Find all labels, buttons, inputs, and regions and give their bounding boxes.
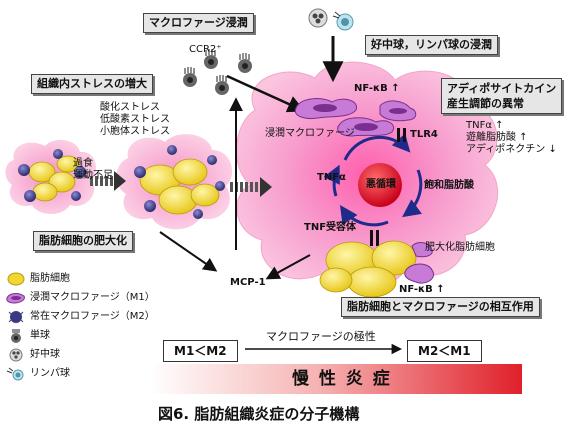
nfkb-top-label: NF-κB ↑: [354, 83, 400, 94]
hypertrophy-mcp1-arrow: [159, 231, 218, 272]
tnf-receptor-mark: [370, 230, 379, 246]
vicious-circle-label: 悪循環: [366, 179, 396, 190]
progression-arrow-1: [90, 171, 126, 191]
hypertrophic-adipocytes: [319, 240, 434, 298]
nfkb-bottom-label: NF-κB ↑: [399, 284, 445, 295]
polarity-right-box: M2＜M1: [407, 340, 482, 362]
right-ffa: 遊離脂肪酸 ↑: [466, 132, 528, 143]
overeat-label: 過食: [73, 158, 93, 169]
polarity-left-box: M1＜M2: [163, 340, 238, 362]
ccr2-label: CCR2⁺: [189, 44, 222, 55]
infiltrated-macrophage-label: 浸潤マクロファージ: [265, 128, 355, 139]
hypertrophic-tissue-cells: [134, 145, 225, 219]
mcp1-label: MCP-1: [230, 277, 266, 288]
inflammation-label: 慢 性 炎 症: [292, 369, 392, 389]
lymphocyte-top: [332, 11, 354, 31]
monocyte-infiltration-arrow: [226, 74, 306, 113]
m1-macrophages: [294, 98, 417, 137]
inactivity-label: 運動不足: [73, 170, 113, 181]
resident-macrophage-icon: [8, 311, 24, 323]
figure-caption: 図6. 脂肪組織炎症の分子機構: [158, 405, 360, 423]
tnfa-label: TNFα: [317, 172, 346, 183]
neutrophil-icon: [9, 348, 23, 362]
interaction-box: 脂肪細胞とマクロファージの相互作用: [341, 297, 540, 317]
adipocyte-mcp1-arrow: [265, 254, 311, 280]
tnf-receptor-label: TNF受容体: [304, 222, 357, 233]
tlr4-label: TLR4: [410, 129, 438, 140]
tlr4-mark: [397, 128, 406, 142]
hypertrophy-box: 脂肪細胞の肥大化: [33, 231, 133, 251]
right-tnfa: TNFα ↑: [466, 120, 504, 131]
neutrophil-top: [308, 8, 328, 28]
stress-er: 小胞体ストレス: [100, 126, 170, 137]
tissue-stress-box: 組織内ストレスの増大: [31, 74, 153, 94]
stress-oxidative: 酸化ストレス: [100, 102, 160, 113]
monocyte-cluster: [183, 49, 252, 95]
polarity-middle-label: マクロファージの極性: [266, 330, 376, 343]
infiltrated-macrophage-icon: [6, 293, 25, 304]
adipocytokine-box: アディポサイトカイン 産生調節の異常: [441, 78, 563, 114]
stress-hypoxic: 低酸素ストレス: [100, 114, 170, 125]
vicious-circle: [323, 133, 423, 227]
monocyte-icon: [11, 329, 21, 343]
inflammation-gradient-bar: [150, 364, 522, 394]
lean-tissue-cells: [18, 149, 86, 202]
right-adiponectin: アディポネクチン ↓: [466, 144, 557, 155]
lymphocyte-icon: [6, 367, 24, 381]
hypertrophic-adipocyte-label: 肥大化脂肪細胞: [425, 242, 495, 253]
adipocyte-icon: [7, 272, 25, 286]
saturated-fa-label: 飽和脂肪酸: [424, 180, 474, 191]
macrophage-infiltration-box: マクロファージ浸潤: [143, 13, 254, 33]
neutrophil-lymph-box: 好中球，リンパ球の浸潤: [365, 35, 498, 55]
